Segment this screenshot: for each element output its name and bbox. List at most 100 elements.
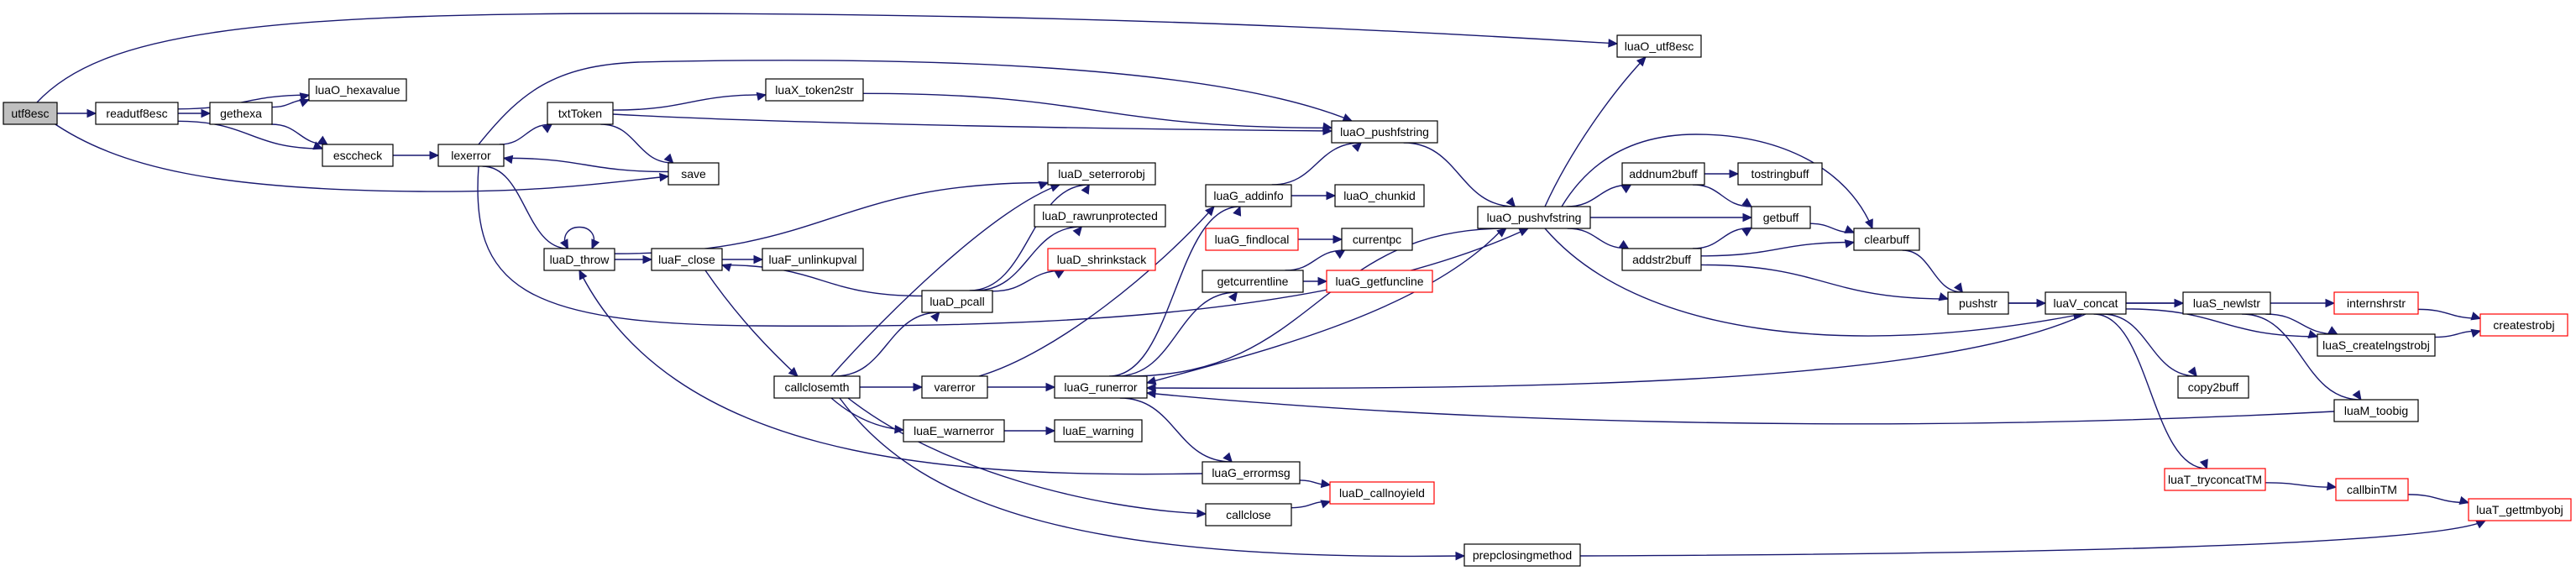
node-box[interactable] [668, 162, 720, 186]
node-luaD_throw[interactable]: luaD_throw [543, 248, 615, 271]
node-luaO_chunkid[interactable]: luaO_chunkid [1334, 184, 1425, 207]
node-luaS_newlstr[interactable]: luaS_newlstr [2182, 291, 2271, 315]
node-createstrobj[interactable]: createstrobj [2479, 313, 2568, 337]
node-box[interactable] [1202, 270, 1304, 293]
node-luaV_concat[interactable]: luaV_concat [2045, 291, 2127, 315]
node-box[interactable] [543, 248, 615, 271]
node-clearbuff[interactable]: clearbuff [1853, 228, 1920, 251]
node-readutf8esc[interactable]: readutf8esc [95, 102, 179, 125]
node-callbinTM[interactable]: callbinTM [2335, 478, 2409, 501]
node-box[interactable] [95, 102, 179, 125]
node-luaD_pcall[interactable]: luaD_pcall [921, 290, 993, 313]
node-luaG_errormsg[interactable]: luaG_errormsg [1202, 461, 1301, 485]
node-box[interactable] [1054, 419, 1143, 443]
node-callclosemth[interactable]: callclosemth [773, 375, 861, 399]
node-box[interactable] [1205, 184, 1292, 207]
node-box[interactable] [1341, 228, 1413, 251]
node-box[interactable] [2333, 399, 2419, 422]
node-luaD_shrinkstack[interactable]: luaD_shrinkstack [1047, 248, 1156, 271]
node-varerror[interactable]: varerror [921, 375, 988, 399]
node-box[interactable] [209, 102, 273, 125]
node-luaF_close[interactable]: luaF_close [651, 248, 723, 271]
node-box[interactable] [1205, 228, 1299, 251]
node-box[interactable] [2479, 313, 2568, 337]
node-luaE_warning[interactable]: luaE_warning [1054, 419, 1143, 443]
node-box[interactable] [1616, 34, 1702, 58]
node-box[interactable] [1205, 503, 1292, 526]
node-box[interactable] [1202, 461, 1301, 485]
node-luaG_findlocal[interactable]: luaG_findlocal [1205, 228, 1299, 251]
node-internshrstr[interactable]: internshrstr [2333, 291, 2419, 315]
node-currentpc[interactable]: currentpc [1341, 228, 1413, 251]
node-utf8esc[interactable]: utf8esc [3, 102, 58, 125]
node-box[interactable] [437, 144, 505, 167]
node-txtToken[interactable]: txtToken [547, 102, 614, 125]
node-luaT_tryconcatTM[interactable]: luaT_tryconcatTM [2164, 468, 2266, 491]
node-box[interactable] [1751, 206, 1811, 229]
node-save[interactable]: save [668, 162, 720, 186]
node-luaG_getfuncline[interactable]: luaG_getfuncline [1326, 270, 1433, 293]
node-box[interactable] [2045, 291, 2127, 315]
node-luaG_addinfo[interactable]: luaG_addinfo [1205, 184, 1292, 207]
node-callclose[interactable]: callclose [1205, 503, 1292, 526]
node-box[interactable] [1054, 375, 1148, 399]
node-box[interactable] [762, 248, 864, 271]
node-tostringbuff[interactable]: tostringbuff [1737, 162, 1823, 186]
node-box[interactable] [1947, 291, 2009, 315]
node-gethexa[interactable]: gethexa [209, 102, 273, 125]
node-luaE_warnerror[interactable]: luaE_warnerror [903, 419, 1005, 443]
node-luaD_callnoyield[interactable]: luaD_callnoyield [1329, 481, 1435, 505]
node-copy2buff[interactable]: copy2buff [2177, 375, 2249, 399]
node-addnum2buff[interactable]: addnum2buff [1621, 162, 1705, 186]
node-box[interactable] [322, 144, 394, 167]
node-box[interactable] [1853, 228, 1920, 251]
node-luaD_seterrorobj[interactable]: luaD_seterrorobj [1047, 162, 1156, 186]
node-esccheck[interactable]: esccheck [322, 144, 394, 167]
node-box[interactable] [765, 78, 864, 102]
node-luaO_pushfstring[interactable]: luaO_pushfstring [1331, 120, 1438, 144]
node-box[interactable] [547, 102, 614, 125]
node-box[interactable] [2182, 291, 2271, 315]
node-box[interactable] [2335, 478, 2409, 501]
node-getcurrentline[interactable]: getcurrentline [1202, 270, 1304, 293]
node-luaM_toobig[interactable]: luaM_toobig [2333, 399, 2419, 422]
node-luaF_unlinkupval[interactable]: luaF_unlinkupval [762, 248, 864, 271]
node-pushstr[interactable]: pushstr [1947, 291, 2009, 315]
node-luaD_rawrunprotected[interactable]: luaD_rawrunprotected [1034, 204, 1166, 228]
node-box[interactable] [1463, 543, 1581, 567]
node-box[interactable] [2177, 375, 2249, 399]
node-box[interactable] [1047, 162, 1156, 186]
node-box[interactable] [1329, 481, 1435, 505]
node-box[interactable] [2317, 333, 2436, 357]
node-box[interactable] [921, 375, 988, 399]
node-box[interactable] [3, 102, 58, 125]
node-luaS_createlngstrobj[interactable]: luaS_createlngstrobj [2317, 333, 2436, 357]
node-box[interactable] [1621, 248, 1702, 271]
node-box[interactable] [1621, 162, 1705, 186]
node-box[interactable] [2333, 291, 2419, 315]
node-box[interactable] [1034, 204, 1166, 228]
node-box[interactable] [1047, 248, 1156, 271]
node-luaO_hexavalue[interactable]: luaO_hexavalue [308, 78, 407, 102]
node-box[interactable] [308, 78, 407, 102]
node-prepclosingmethod[interactable]: prepclosingmethod [1463, 543, 1581, 567]
node-box[interactable] [651, 248, 723, 271]
node-luaX_token2str[interactable]: luaX_token2str [765, 78, 864, 102]
node-box[interactable] [1326, 270, 1433, 293]
node-box[interactable] [2164, 468, 2266, 491]
node-lexerror[interactable]: lexerror [437, 144, 505, 167]
node-box[interactable] [903, 419, 1005, 443]
node-box[interactable] [1737, 162, 1823, 186]
node-luaG_runerror[interactable]: luaG_runerror [1054, 375, 1148, 399]
node-luaO_utf8esc[interactable]: luaO_utf8esc [1616, 34, 1702, 58]
node-box[interactable] [1477, 206, 1591, 229]
node-luaO_pushvfstring[interactable]: luaO_pushvfstring [1477, 206, 1591, 229]
node-addstr2buff[interactable]: addstr2buff [1621, 248, 1702, 271]
node-getbuff[interactable]: getbuff [1751, 206, 1811, 229]
node-luaT_gettmbyobj[interactable]: luaT_gettmbyobj [2468, 498, 2572, 521]
node-box[interactable] [1331, 120, 1438, 144]
node-box[interactable] [773, 375, 861, 399]
node-box[interactable] [2468, 498, 2572, 521]
node-box[interactable] [1334, 184, 1425, 207]
node-box[interactable] [921, 290, 993, 313]
